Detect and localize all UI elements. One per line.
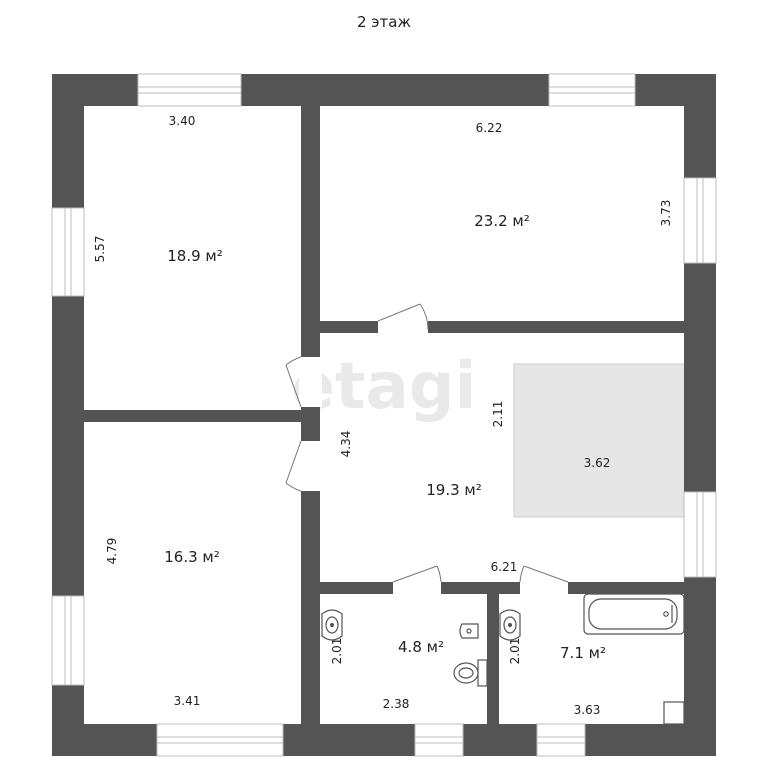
window-right-upper	[683, 177, 717, 264]
window-right-lower	[683, 491, 717, 578]
door-arc-top-left	[285, 356, 302, 366]
door-opening-top-left-bedroom	[299, 357, 322, 407]
area-bedroom-bottom-left: 16.3 м²	[164, 548, 220, 566]
sink-toilet-room	[321, 609, 343, 641]
windows	[51, 73, 717, 757]
outer-wall-right	[684, 74, 716, 756]
floor-title: 2 этаж	[357, 13, 411, 31]
outer-wall-bottom	[52, 724, 716, 756]
watermark: etagi	[292, 350, 477, 424]
dim-bottom-left-width: 3.41	[174, 694, 201, 708]
dim-stair-width: 3.62	[584, 456, 611, 470]
interior-wall-top-right-divider	[320, 321, 684, 333]
door-opening-bottom-left-bedroom	[299, 441, 322, 491]
door-arc-toilet	[436, 565, 442, 583]
window-bottom-toilet	[414, 723, 464, 757]
dim-bottom-left-height: 4.79	[105, 538, 119, 565]
interior-wall-wet-rooms-divider	[487, 594, 499, 724]
door-arc-top-right	[419, 303, 429, 331]
door-openings	[299, 319, 568, 596]
area-hall: 19.3 м²	[426, 481, 482, 499]
toilet-bowl	[453, 659, 488, 687]
bidet-icon	[459, 623, 479, 639]
area-bedroom-top-right: 23.2 м²	[474, 212, 530, 230]
door-opening-top-right-bedroom	[378, 319, 428, 335]
interior-wall-wet-rooms-top	[320, 582, 684, 594]
door-leaf-bathroom	[523, 565, 569, 583]
window-bottom-left	[156, 723, 284, 757]
area-bedroom-top-left: 18.9 м²	[167, 247, 223, 265]
door-swings	[285, 303, 569, 583]
area-bathroom: 7.1 м²	[560, 644, 606, 662]
dim-top-left-width: 3.40	[169, 114, 196, 128]
interior-wall-left-divider	[84, 410, 301, 422]
dim-bathroom-height: 2.01	[508, 638, 522, 665]
dim-top-left-height: 5.57	[93, 236, 107, 263]
sink-bathroom	[499, 609, 521, 641]
dim-top-right-width: 6.22	[476, 121, 503, 135]
area-toilet: 4.8 м²	[398, 638, 444, 656]
fixtures	[321, 593, 685, 725]
vent-shaft	[663, 701, 685, 725]
door-leaf-toilet	[392, 565, 438, 583]
door-arc-bottom-left	[285, 482, 302, 492]
interior-wall-vertical-main	[301, 106, 320, 724]
window-bottom-bathroom	[536, 723, 586, 757]
door-leaf-top-left	[285, 364, 302, 408]
window-left-lower	[51, 595, 85, 686]
door-leaf-bottom-left	[285, 440, 302, 484]
dim-hall-height: 4.34	[339, 431, 353, 458]
stair-opening	[513, 363, 686, 518]
bathtub	[583, 593, 685, 635]
dim-toilet-height: 2.01	[330, 638, 344, 665]
door-opening-toilet	[393, 580, 441, 596]
window-top-right	[548, 73, 636, 107]
dim-stair-height: 2.11	[491, 401, 505, 428]
window-left-upper	[51, 207, 85, 297]
dim-toilet-width: 2.38	[383, 697, 410, 711]
dim-bathroom-width: 3.63	[574, 703, 601, 717]
window-top-left	[137, 73, 242, 107]
dim-hall-width: 6.21	[491, 560, 518, 574]
dim-top-right-height: 3.73	[659, 200, 673, 227]
door-arc-bathroom	[519, 565, 525, 583]
door-leaf-top-right	[377, 303, 421, 322]
door-opening-bathroom	[520, 580, 568, 596]
